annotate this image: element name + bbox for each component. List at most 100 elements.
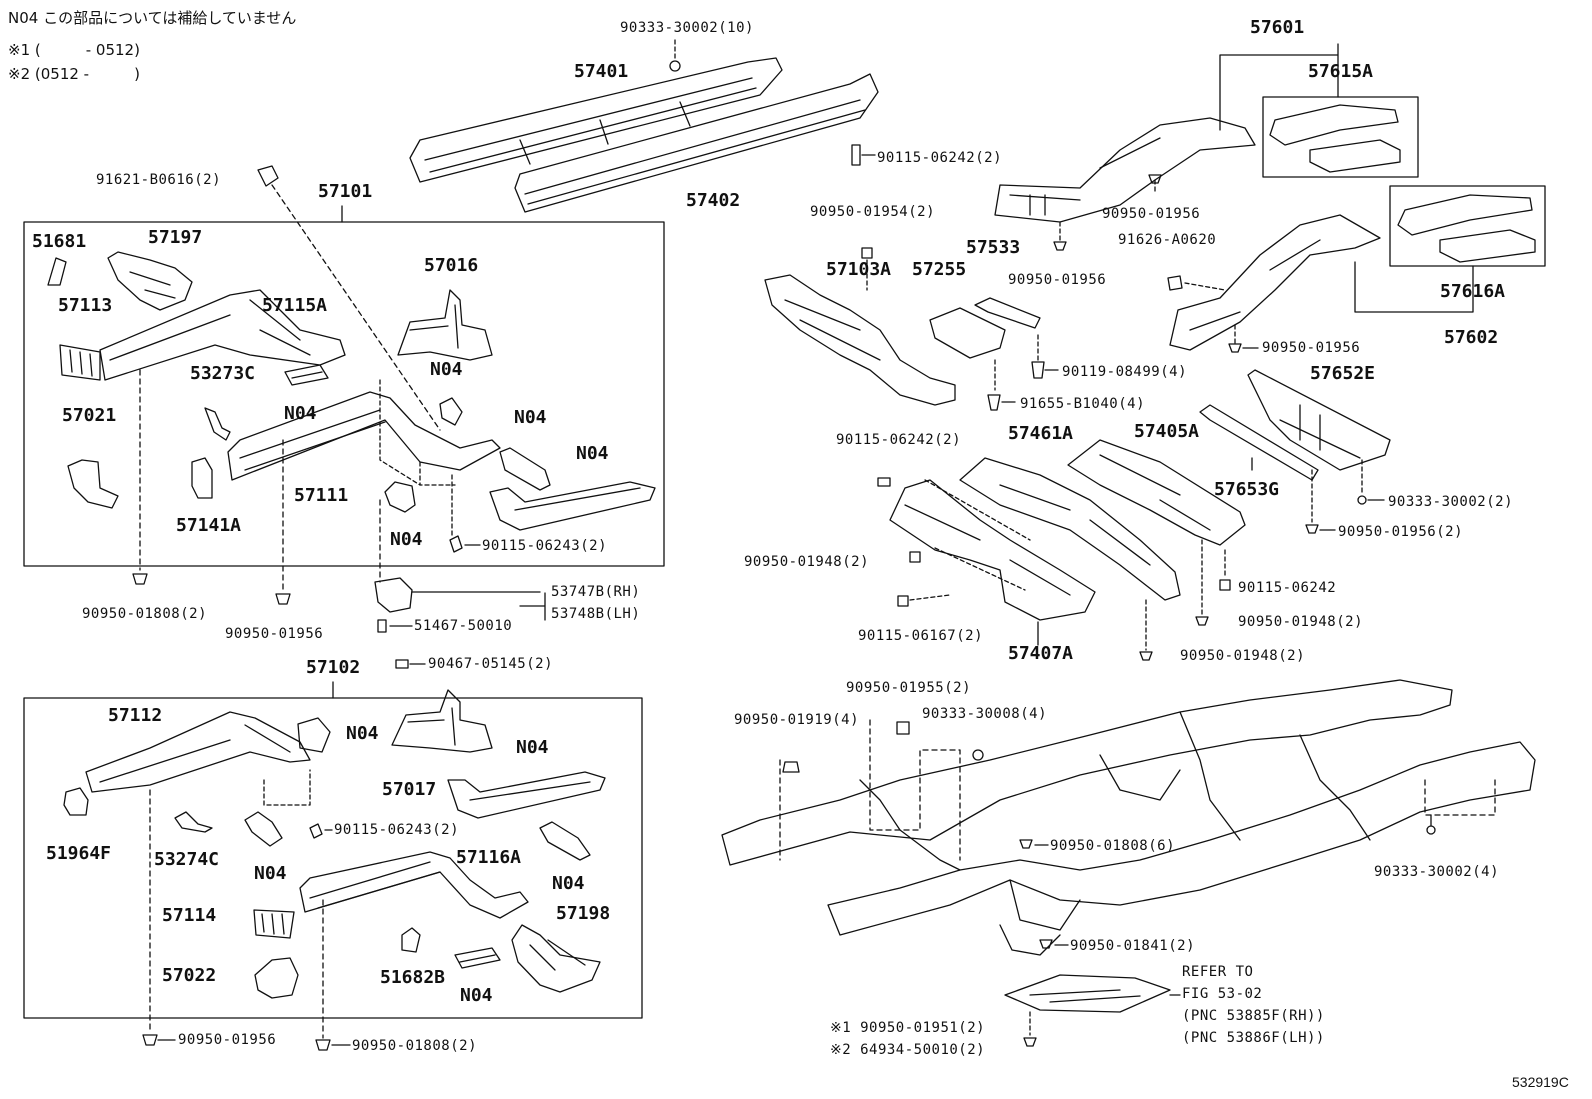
label-90115-06167: 90115-06167(2)	[858, 628, 984, 644]
grommet-90950-01956-f	[1305, 524, 1319, 534]
nut-90467	[395, 659, 409, 669]
label-n04-h: N04	[516, 737, 549, 758]
frame-phantom-lines	[779, 719, 1496, 861]
label-57111: 57111	[294, 485, 349, 506]
label-n04-e: N04	[390, 529, 423, 550]
label-57113: 57113	[58, 295, 113, 316]
label-n04-b: N04	[430, 359, 463, 380]
label-90950-01841: 90950-01841(2)	[1070, 938, 1196, 954]
part-53747b	[374, 577, 413, 613]
part-n04-h	[447, 771, 606, 819]
part-n04-i	[539, 821, 591, 861]
part-n04-d	[489, 481, 656, 531]
group-label-57102: 57102	[306, 657, 361, 678]
part-n04-j	[454, 947, 501, 969]
label-90115-06242-b: 90115-06242(2)	[836, 432, 962, 448]
part-n04-e	[384, 481, 416, 513]
label-90950-01956-c: 90950-01956	[1102, 206, 1201, 222]
label-n04-i: N04	[552, 873, 585, 894]
leader-57601	[1219, 43, 1339, 131]
part-53274c	[174, 811, 213, 833]
part-51681	[47, 257, 67, 286]
grommet-90950-01808-c	[1019, 839, 1033, 849]
grommet-90950-01956-d	[1053, 241, 1067, 251]
part-57602	[1169, 214, 1381, 351]
label-57114: 57114	[162, 905, 217, 926]
grommet-90950-01956-b	[142, 1034, 158, 1046]
clip-90333-30002-4	[1426, 825, 1436, 835]
label-91621: 91621-B0616(2)	[96, 172, 222, 188]
label-57103a: 57103A	[826, 259, 892, 280]
part-57401	[409, 57, 783, 183]
part-n04-b	[439, 397, 463, 426]
part-51964f	[63, 787, 89, 816]
clip-90333-30002	[669, 60, 681, 72]
grommet-90950-01956-g	[1228, 343, 1242, 353]
part-57021	[67, 459, 119, 509]
label-90333-30002-10: 90333-30002(10)	[620, 20, 754, 36]
part-57197	[107, 251, 193, 311]
plug-90950-01955	[896, 721, 910, 735]
part-57461a	[959, 457, 1181, 601]
part-57653g	[1199, 404, 1319, 481]
label-90950-01808-b: 90950-01808(2)	[352, 1038, 478, 1054]
part-57022	[254, 957, 299, 999]
part-53273c	[204, 407, 231, 441]
grommet-90950-01948-c	[1139, 651, 1153, 661]
label-57405a: 57405A	[1134, 421, 1200, 442]
part-57112	[85, 711, 311, 793]
label-57533: 57533	[966, 237, 1021, 258]
label-n04-d: N04	[576, 443, 609, 464]
grommet-90950-01956-c	[1148, 174, 1162, 184]
label-57401: 57401	[574, 61, 629, 82]
label-90333-30002-4: 90333-30002(4)	[1374, 864, 1500, 880]
bolt-91621	[257, 165, 279, 187]
label-90950-01948-b: 90950-01948(2)	[1238, 614, 1364, 630]
note-star2: ※2 (0512 - )	[8, 65, 140, 83]
clip-90950-01948-a	[909, 551, 921, 563]
group-frame-57615a	[1262, 96, 1419, 178]
label-57016: 57016	[424, 255, 479, 276]
label-57402: 57402	[686, 190, 741, 211]
label-90119: 90119-08499(4)	[1062, 364, 1188, 380]
label-57616a: 57616A	[1440, 281, 1506, 302]
part-57114	[253, 909, 295, 939]
group-label-57101: 57101	[318, 181, 373, 202]
label-57116a: 57116A	[456, 847, 522, 868]
leader-5374x	[519, 592, 546, 621]
label-57615a: 57615A	[1308, 61, 1374, 82]
label-n04-a: N04	[284, 403, 317, 424]
part-57615a	[1269, 104, 1401, 173]
part-57616a	[1397, 194, 1536, 263]
label-90115-06242-a: 90115-06242(2)	[877, 150, 1003, 166]
label-57653g: 57653G	[1214, 479, 1280, 500]
label-90333-30008: 90333-30008(4)	[922, 706, 1048, 722]
group-frame-57616a	[1389, 185, 1546, 267]
bolt-90115-06242-b	[877, 477, 891, 487]
label-refer-4: (PNC 53886F(LH))	[1182, 1030, 1325, 1046]
label-90115-06243-b: 90115-06243(2)	[334, 822, 460, 838]
group-label-57602: 57602	[1444, 327, 1499, 348]
label-90950-01948-c: 90950-01948(2)	[1180, 648, 1306, 664]
label-n04-c: N04	[514, 407, 547, 428]
label-57198: 57198	[556, 903, 611, 924]
leader-57407a	[924, 479, 1031, 591]
part-57113	[59, 344, 101, 381]
label-90950-01919: 90950-01919(4)	[734, 712, 860, 728]
label-57112: 57112	[108, 705, 163, 726]
plug-s1s2	[1023, 1037, 1037, 1047]
figure-id: 532919C	[1512, 1074, 1569, 1090]
label-51682b: 51682B	[380, 967, 446, 988]
plug-90950-01919	[782, 761, 800, 773]
label-57407a: 57407A	[1008, 643, 1074, 664]
label-53748b: 53748B(LH)	[551, 606, 641, 622]
label-90950-01808-c: 90950-01808(6)	[1050, 838, 1176, 854]
part-57103a	[764, 274, 956, 406]
part-57533	[974, 297, 1041, 329]
label-57652e: 57652E	[1310, 363, 1376, 384]
leader-91626	[1184, 282, 1226, 291]
label-53274c: 53274C	[154, 849, 220, 870]
group-frame-57102	[23, 697, 643, 1019]
part-n04-a-top	[284, 364, 329, 386]
